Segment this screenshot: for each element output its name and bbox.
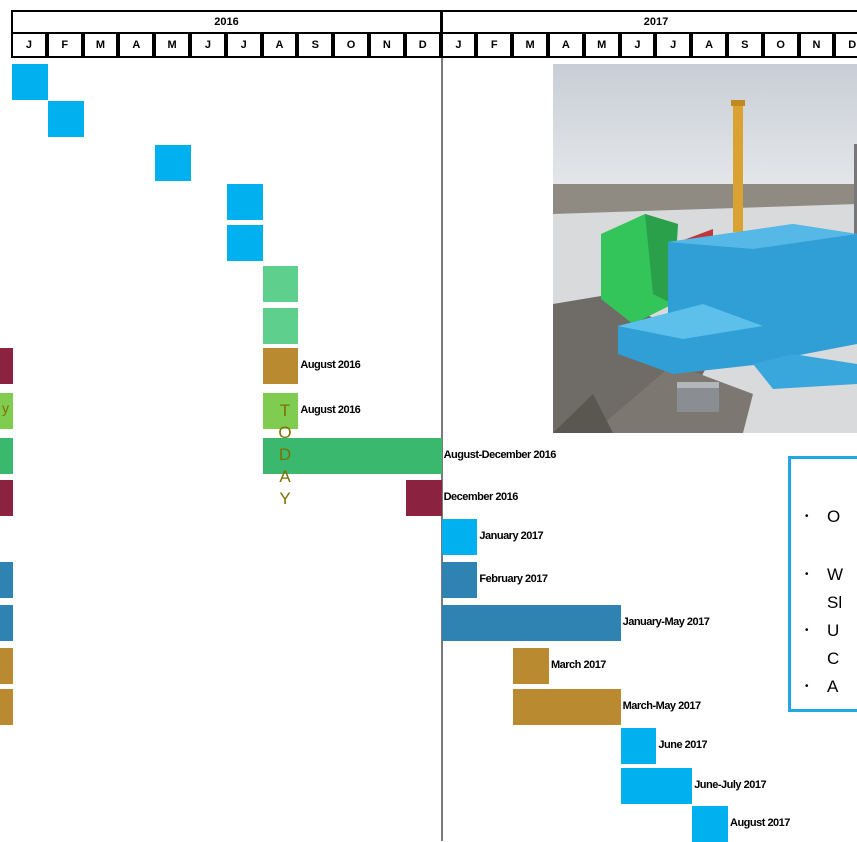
gantt-bar-label: February 2017	[479, 573, 548, 585]
month-cell: J	[440, 34, 477, 58]
month-cell: S	[726, 34, 763, 58]
month-cell: J	[189, 34, 226, 58]
gantt-bar-label: August 2017	[730, 817, 790, 829]
gantt-bar	[620, 728, 657, 764]
today-letter: T	[279, 401, 291, 420]
gantt-bar-label: August 2016	[300, 404, 361, 416]
month-cell: S	[297, 34, 334, 58]
gantt-bar	[226, 184, 263, 220]
month-cell: J	[225, 34, 262, 58]
facility-photo	[553, 64, 857, 433]
gantt-bar	[405, 480, 442, 516]
gantt-bar	[12, 64, 48, 100]
year-divider	[441, 58, 443, 841]
month-cell: N	[368, 34, 405, 58]
year-2016-header: 2016	[11, 10, 442, 34]
gantt-bar	[620, 768, 693, 804]
gantt-bar	[441, 605, 621, 641]
gantt-bar	[513, 689, 621, 725]
month-cell: J	[619, 34, 656, 58]
month-cell: M	[512, 34, 548, 58]
today-letter: O	[278, 423, 292, 442]
left-edge-block	[0, 480, 13, 516]
month-cell: O	[762, 34, 799, 58]
month-cell: A	[261, 34, 298, 58]
left-edge-block	[0, 689, 13, 725]
gantt-bar	[513, 648, 549, 684]
month-cell: A	[691, 34, 727, 58]
left-edge-block	[0, 393, 13, 429]
month-cell: M	[82, 34, 119, 58]
month-cell: A	[547, 34, 584, 58]
gantt-bar	[47, 101, 84, 137]
gantt-bar	[262, 438, 442, 474]
gantt-bar-label: August-December 2016	[443, 449, 557, 461]
month-cell: D	[834, 34, 857, 58]
gantt-bar-label: January-May 2017	[622, 616, 710, 628]
left-edge-block	[0, 605, 13, 641]
gantt-bar-label: March 2017	[551, 659, 606, 671]
gantt-bar-label: December 2016	[443, 491, 519, 503]
gantt-bar	[692, 806, 728, 842]
gantt-bar-label: January 2017	[479, 530, 544, 542]
month-cell: M	[583, 34, 620, 58]
month-cell: F	[46, 34, 83, 58]
month-cell: N	[798, 34, 835, 58]
gantt-bar	[441, 562, 478, 598]
left-edge-block	[0, 648, 13, 684]
left-edge-block	[0, 562, 13, 598]
month-cell: M	[154, 34, 190, 58]
gantt-bar	[262, 348, 299, 384]
month-cell: A	[118, 34, 155, 58]
today-letter: Y	[279, 489, 291, 508]
gantt-bar-label: June 2017	[658, 739, 708, 751]
month-cell: D	[404, 34, 441, 58]
month-cell: F	[476, 34, 513, 58]
gantt-bar	[262, 393, 299, 429]
gantt-bar-label: August 2016	[300, 359, 361, 371]
today-letter: D	[278, 445, 292, 464]
left-edge-block	[0, 348, 13, 384]
left-edge-text: y	[2, 400, 9, 416]
month-cell: J	[655, 34, 692, 58]
year-2017-header: 2017	[441, 10, 857, 34]
month-cell: O	[333, 34, 369, 58]
gantt-bar	[155, 145, 191, 181]
gantt-bar-label: June-July 2017	[694, 779, 767, 791]
gantt-bar	[226, 225, 263, 261]
gantt-bar	[441, 519, 478, 555]
gantt-bar-label: March-May 2017	[622, 700, 702, 712]
today-letter: A	[279, 467, 291, 486]
gantt-bar	[262, 308, 299, 344]
gantt-bar	[262, 266, 299, 302]
left-edge-block	[0, 438, 13, 474]
month-cell: J	[11, 34, 47, 58]
